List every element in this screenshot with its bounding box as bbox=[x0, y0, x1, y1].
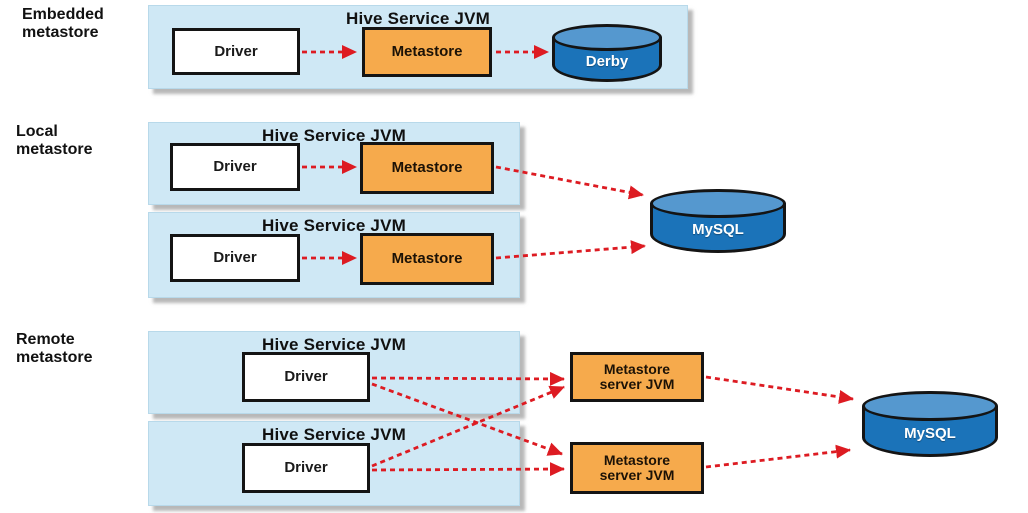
section-label-embedded-metastore: Embedded metastore bbox=[22, 6, 104, 41]
panel-title: Hive Service JVM bbox=[261, 216, 406, 235]
cylinder-top bbox=[552, 24, 662, 51]
remote-driver-box-2: Driver bbox=[242, 443, 370, 493]
local-metastore-box-2: Metastore bbox=[360, 233, 494, 285]
panel-title: Hive Service JVM bbox=[261, 126, 406, 145]
arrow-metastore-server1-to-mysql bbox=[705, 375, 854, 404]
local-driver-box-1: Driver bbox=[170, 143, 300, 191]
local-driver-box-2: Driver bbox=[170, 234, 300, 282]
local-metastore-box-1: Metastore bbox=[360, 142, 494, 194]
mysql-label: MySQL bbox=[904, 424, 956, 442]
panel-title: Hive Service JVM bbox=[345, 9, 490, 28]
metastore-server-jvm-box-2: Metastore server JVM bbox=[570, 442, 704, 494]
arrow-metastore-server2-to-mysql bbox=[705, 444, 851, 469]
mysql-label: MySQL bbox=[692, 221, 744, 239]
mysql-database-cylinder-remote: MySQL bbox=[862, 391, 998, 457]
section-label-remote-metastore: Remote metastore bbox=[16, 331, 93, 366]
derby-database-cylinder: Derby bbox=[552, 24, 662, 82]
panel-title: Hive Service JVM bbox=[261, 425, 406, 444]
section-label-local-metastore: Local metastore bbox=[16, 123, 93, 158]
remote-driver-box-1: Driver bbox=[242, 352, 370, 402]
panel-title: Hive Service JVM bbox=[261, 335, 406, 354]
cylinder-top bbox=[650, 189, 786, 219]
embedded-driver-box: Driver bbox=[172, 28, 300, 75]
mysql-database-cylinder-local: MySQL bbox=[650, 189, 786, 253]
cylinder-top bbox=[862, 391, 998, 422]
embedded-metastore-box: Metastore bbox=[362, 27, 492, 77]
metastore-server-jvm-box-1: Metastore server JVM bbox=[570, 352, 704, 402]
derby-label: Derby bbox=[585, 52, 629, 70]
